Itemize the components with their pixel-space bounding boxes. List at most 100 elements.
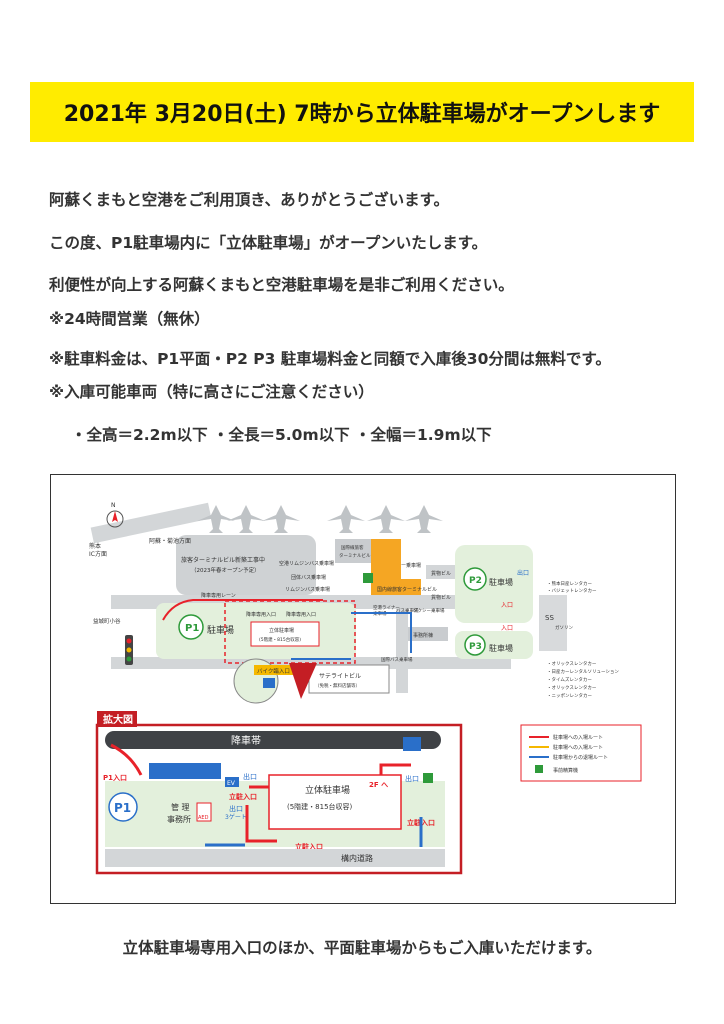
p3-lot-badge: [464, 634, 486, 656]
terminal-construction-area: [176, 535, 316, 595]
multi-storey-small-cap: (5階建・815台収容): [259, 636, 301, 643]
side-road: [396, 603, 408, 693]
svg-text:管 理: 管 理: [171, 802, 190, 812]
zoom-tag-label: 拡大図: [103, 713, 133, 726]
cargo-building-2-label: 貨物ビル: [431, 594, 451, 601]
office-building-label: 事務所棟: [413, 632, 433, 639]
notice-line-request: 利便性が向上する阿蘇くまもと空港駐車場を是非ご利用ください。: [49, 276, 514, 294]
p2-entrance-label: 入口: [501, 602, 513, 609]
cargo-building-1: [426, 565, 456, 579]
zoom-pointer: [289, 663, 317, 699]
notice-line-greeting: 阿蘇くまもと空港をご利用頂き、ありがとうございます。: [49, 191, 450, 209]
satellite-note: （免税・無料店舗等）: [315, 682, 360, 689]
limousine-bus-stop-label: リムジンバス乗車場: [285, 586, 330, 593]
bus-stop-label: バス乗車場: [396, 607, 419, 614]
legend-item-2: 駐車場への入場ルート: [553, 744, 603, 751]
compass-label: N: [111, 502, 116, 509]
zoom-exit-right: 出口: [405, 774, 419, 783]
p2-lot-badge: [463, 567, 487, 591]
legend-item-3: 駐車場からの退場ルート: [553, 754, 608, 761]
notice-line-opening: この度、P1駐車場内に「立体駐車場」がオープンいたします。: [49, 234, 488, 252]
inner-road: [105, 849, 445, 867]
domestic-terminal: [371, 539, 421, 595]
legend-item-1: 駐車場への入場ルート: [553, 734, 603, 741]
zoom-p1-badge: [108, 792, 138, 822]
multi-storey-small: [250, 621, 320, 647]
limousine-stop-label: 空港リムジンバス乗車場: [279, 560, 334, 567]
footer-note: 立体駐車場専用入口のほか、平面駐車場からもご入庫いただけます。: [122, 939, 602, 957]
wheelchair-parking: [149, 763, 221, 779]
domestic-terminal-label: 国内線旅客ターミナルビル: [377, 586, 437, 593]
multi-storey-small-label: 立体駐車場: [269, 627, 294, 634]
taxi-stop-label-1: タクシー乗車場: [386, 562, 421, 569]
aed-label: AED: [198, 815, 209, 821]
road-label-kumamoto: 熊本: [89, 542, 101, 550]
gas-station-code: SS: [545, 614, 554, 622]
bike-entrance-label: バイク臨入口: [257, 667, 290, 675]
zoom-exit-gate: 出口: [229, 804, 243, 813]
approach-road: [90, 502, 212, 544]
airplane-icons: [197, 505, 443, 533]
dropoff-band: [105, 731, 441, 749]
multi-storey-title: 立体駐車場: [305, 784, 350, 796]
banner-title: 2021年 3月20日(土) 7時から立体駐車場がオープンします: [63, 102, 661, 127]
p1-lot-badge: [178, 614, 204, 640]
svg-text:降車専用入口: 降車専用入口: [286, 611, 316, 618]
dropoff-entrance-label: 降車専用入口: [246, 611, 276, 618]
wheelchair-icon: [263, 678, 275, 688]
svg-text:空港ライナー: 空港ライナー: [373, 604, 400, 611]
road-label-aso: 阿蘇・菊池方面: [149, 537, 191, 545]
svg-text:・オリックスレンタカー: ・オリックスレンタカー: [547, 684, 597, 691]
satellite-building: [308, 664, 390, 694]
announcement-banner: 2021年 3月20日(土) 7時から立体駐車場がオープンします: [30, 82, 694, 142]
wheelchair-icon-top: [403, 737, 421, 751]
prepay-machine-zoom-icon: [423, 773, 433, 783]
inner-road-label: 構内道路: [341, 853, 373, 863]
notice-line-hours: ※24時間営業（無休）: [49, 310, 210, 328]
office-building: [408, 627, 448, 641]
map-drawing: N 熊本 IC方面 阿蘇・菊池方面 益城町小谷 旅客ターミナルビル新築工事中 （…: [89, 502, 642, 875]
svg-text:ターミナルビル: ターミナルビル: [339, 552, 371, 559]
notice-line-fees: ※駐車料金は、P1平面・P2 P3 駐車場料金と同額で入庫後30分間は無料です。: [49, 350, 611, 368]
zoom-entrance-bottom: 立駐入口: [295, 842, 323, 851]
svg-text:国際線旅客: 国際線旅客: [341, 544, 364, 551]
airport-parking-map: N 熊本 IC方面 阿蘇・菊池方面 益城町小谷 旅客ターミナルビル新築工事中 （…: [50, 474, 676, 904]
terminal-construction-note: （2023年春オープン予定）: [191, 566, 260, 574]
rental-list: ・熊本日産レンタカー ・バジェットレンタカー ・オリックスレンタカー ・日産カー…: [547, 580, 619, 699]
zoom-exit-top: 出口: [243, 772, 257, 781]
svg-text:ガソリン: ガソリン: [555, 624, 573, 631]
svg-text:事務所: 事務所: [167, 814, 191, 824]
gas-station: [539, 595, 567, 651]
zoom-p1-entrance: P1入口: [103, 774, 127, 782]
p1-lot-code: P1: [185, 623, 199, 634]
svg-text:・オリックスレンタカー: ・オリックスレンタカー: [547, 660, 597, 667]
ev-label: EV: [227, 780, 236, 787]
dropoff-lane-label: 降車専用レーン: [201, 592, 236, 599]
terminal-construction-label: 旅客ターミナルビル新築工事中: [181, 556, 265, 564]
svg-text:・熊本日産レンタカー: ・熊本日産レンタカー: [547, 580, 592, 587]
prepay-machine-icon: [363, 573, 373, 583]
multi-storey-cap: (5階建・815台収容): [287, 802, 353, 811]
p3-lot-label: 駐車場: [489, 643, 513, 653]
road-label-ic: IC方面: [89, 550, 107, 558]
p2-lot: [455, 545, 533, 623]
p3-lot-code: P3: [469, 642, 482, 652]
legend-item-4: 事前精算機: [553, 767, 578, 774]
floor-2f-label: 2F へ: [369, 781, 388, 789]
p2-lot-label: 駐車場: [489, 577, 513, 587]
zoom-entrance-left: 立駐入口: [229, 792, 257, 801]
notice-line-vehicles: ※入庫可能車両（特に高さにご注意ください）: [49, 383, 374, 401]
dropoff-band-label: 降車帯: [231, 734, 261, 747]
intl-bus-stop-label: 国際バス乗車場: [381, 656, 413, 663]
ev-icon: [225, 777, 239, 787]
international-terminal: [335, 539, 375, 563]
multi-storey-building: [268, 774, 402, 830]
svg-text:3ゲート: 3ゲート: [225, 813, 247, 821]
taxi-stop-label-2: タクシー乗車場: [413, 607, 445, 614]
road-label-mashiki: 益城町小谷: [93, 617, 121, 625]
north-arrow-icon: [112, 511, 118, 522]
cargo-building-1-label: 貨物ビル: [431, 570, 451, 577]
p3-entrance-label: 入口: [501, 625, 513, 632]
p2-exit-label: 出口: [517, 569, 529, 577]
zoom-tag: [97, 711, 137, 727]
